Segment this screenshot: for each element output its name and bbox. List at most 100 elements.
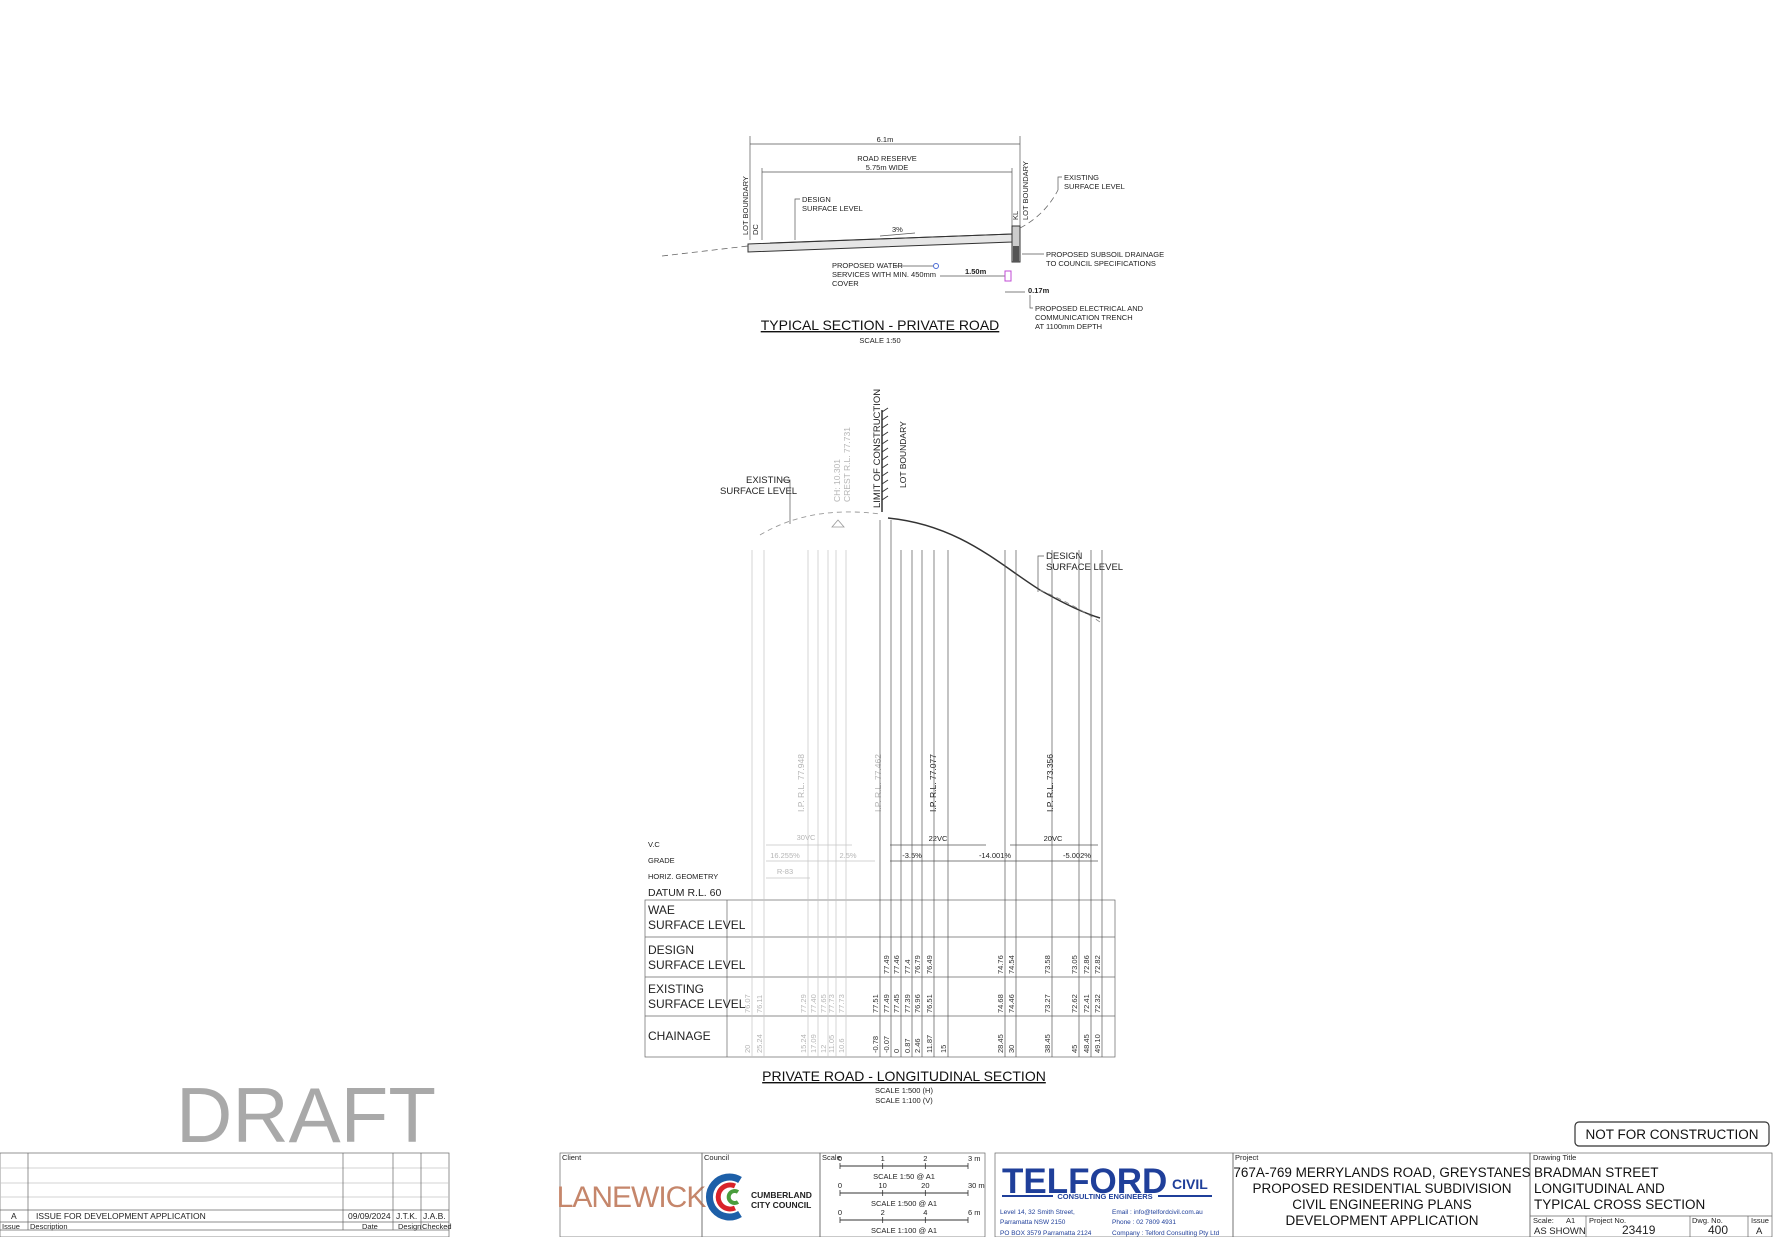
council-label: Council: [704, 1153, 729, 1162]
rev-checked: J.A.B.: [423, 1211, 446, 1221]
longitudinal-section: LIMIT OF CONSTRUCTION LOT BOUNDARY CH: 1…: [644, 389, 1123, 1105]
scale-bar-caption: SCALE 1:50 @ A1: [873, 1172, 935, 1181]
rev-header-description: Description: [30, 1222, 68, 1231]
chainage-value: 20: [743, 1045, 752, 1053]
row-label-existing-1: EXISTING: [648, 982, 704, 996]
lot-boundary-left: LOT BOUNDARY: [741, 176, 750, 235]
project-line-3: CIVIL ENGINEERING PLANS: [1292, 1197, 1472, 1212]
existing-level-value: 74.68: [996, 994, 1005, 1013]
drawing-line-1: BRADMAN STREET: [1534, 1165, 1659, 1180]
design-level-value: 77.46: [892, 955, 901, 974]
not-for-construction-box: [1574, 1121, 1770, 1147]
scale-bar-tick-label: 2: [923, 1154, 927, 1163]
row-label-existing-2: SURFACE LEVEL: [648, 997, 746, 1011]
draft-watermark: DRAFT: [176, 1071, 436, 1159]
project-line-1: 767A-769 MERRYLANDS ROAD, GREYSTANES: [1233, 1165, 1530, 1180]
consultant-address-1: Level 14, 32 Smith Street,: [1000, 1209, 1075, 1216]
grade-label-2: 2.5%: [839, 851, 856, 860]
overall-width-label: 6.1m: [877, 135, 894, 144]
consultant-contact-2: Phone : 02 7809 4931: [1112, 1219, 1176, 1226]
design-level-value: 77.49: [882, 955, 891, 974]
issue-value: A: [1756, 1226, 1763, 1237]
row-label-wae-2: SURFACE LEVEL: [648, 918, 746, 932]
electrical-label-2: COMMUNICATION TRENCH: [1035, 313, 1133, 322]
crossfall-label: 3%: [892, 225, 903, 234]
design-level-value: 77.4: [903, 959, 912, 974]
scale-bar-caption: SCALE 1:100 @ A1: [871, 1226, 937, 1235]
rev-description: ISSUE FOR DEVELOPMENT APPLICATION: [36, 1211, 206, 1221]
long-section-title: PRIVATE ROAD - LONGITUDINAL SECTION: [762, 1068, 1046, 1084]
existing-level-value: 77.51: [871, 994, 880, 1013]
vc-label-2: 22VC: [929, 834, 948, 843]
project-no: 23419: [1622, 1223, 1656, 1237]
typical-section: 6.1m ROAD RESERVE 5.75m WIDE LOT BOUNDAR…: [661, 135, 1164, 345]
chainage-value: 48.45: [1082, 1034, 1091, 1053]
ip-label-1: I.P. R.L. 77.948: [796, 754, 806, 812]
row-label-wae-1: WAE: [648, 903, 675, 917]
long-existing-label-2: SURFACE LEVEL: [720, 486, 797, 497]
road-reserve-label: ROAD RESERVE: [857, 154, 916, 163]
chainage-value: 49.10: [1093, 1034, 1102, 1053]
design-level-value: 74.54: [1007, 955, 1016, 974]
scale-bar-tick-label: 6 m: [968, 1208, 981, 1217]
subsoil-label-1: PROPOSED SUBSOIL DRAINAGE: [1046, 250, 1164, 259]
consultant-contact-3: Company : Telford Consulting Pty Ltd: [1112, 1230, 1220, 1237]
scale-bar-tick-label: 10: [878, 1181, 886, 1190]
ip-label-4: I.P. R.L. 73.356: [1045, 754, 1055, 812]
existing-level-value: 77.73: [837, 994, 846, 1013]
client-logo: LANEWICK: [557, 1181, 707, 1214]
title-block: A ISSUE FOR DEVELOPMENT APPLICATION 09/0…: [0, 1152, 1773, 1237]
existing-level-value: 77.45: [892, 994, 901, 1013]
design-level-value: 73.58: [1043, 955, 1052, 974]
chainage-value: 0.87: [903, 1038, 912, 1053]
long-design-label-1: DESIGN: [1046, 551, 1083, 562]
crest-rl-label: CREST R.L. 77.731: [842, 427, 852, 502]
project-no-label: Project No.: [1589, 1216, 1626, 1225]
typical-section-title: TYPICAL SECTION - PRIVATE ROAD: [761, 317, 1000, 333]
right-code-label: KL: [1011, 211, 1020, 220]
existing-level-value: 73.27: [1043, 994, 1052, 1013]
lot-boundary-right: LOT BOUNDARY: [1021, 161, 1030, 220]
vc-label-3: 20VC: [1044, 834, 1063, 843]
chainage-value: -0.78: [871, 1036, 880, 1053]
chainage-value: 11.05: [827, 1035, 836, 1053]
long-section-scale-v: SCALE 1:100 (V): [875, 1096, 933, 1105]
pavement-layer: [747, 233, 1013, 253]
scale-bar-tick-label: 0: [838, 1154, 842, 1163]
consultant-contact-1: Email : info@telfordcivil.com.au: [1112, 1209, 1203, 1216]
subsoil-label-2: TO COUNCIL SPECIFICATIONS: [1046, 259, 1156, 268]
water-services-2: SERVICES WITH MIN. 450mm: [832, 270, 936, 279]
chainage-value: 10.6: [837, 1038, 846, 1053]
design-level-value: 72.82: [1093, 955, 1102, 974]
existing-level-value: 77.29: [799, 994, 808, 1013]
project-label: Project: [1235, 1153, 1259, 1162]
scale-bar-tick-label: 0: [838, 1208, 842, 1217]
chainage-value: 25.24: [755, 1034, 764, 1053]
existing-level-value: 72.62: [1070, 994, 1079, 1013]
scale-bar-tick-label: 1: [881, 1154, 885, 1163]
drawing-scale-label: Scale:: [1533, 1216, 1554, 1225]
long-design-label-2: SURFACE LEVEL: [1046, 562, 1123, 573]
horiz-geometry-value: R-83: [777, 867, 793, 876]
offset-150: 1.50m: [965, 267, 987, 276]
ip-label-3: I.P. R.L. 77.077: [928, 754, 938, 812]
design-surface-label-1: DESIGN: [802, 195, 831, 204]
telford-logo: TELFORD: [1002, 1162, 1167, 1201]
row-label-chainage: CHAINAGE: [648, 1029, 711, 1043]
drawing-line-2: LONGITUDINAL AND: [1534, 1181, 1665, 1196]
water-services-1: PROPOSED WATER: [832, 261, 903, 270]
chainage-value: 28.45: [996, 1034, 1005, 1053]
long-existing-label-1: EXISTING: [746, 475, 790, 486]
chainage-value: -0.07: [882, 1036, 891, 1053]
rev-header-issue: Issue: [2, 1222, 20, 1231]
existing-level-value: 77.73: [827, 994, 836, 1013]
existing-level-value: 72.41: [1082, 994, 1091, 1013]
rev-date: 09/09/2024: [348, 1211, 391, 1221]
scale-block-label: Scale: [822, 1153, 841, 1162]
long-lot-boundary-label: LOT BOUNDARY: [898, 421, 908, 488]
existing-level-value: 77.39: [903, 994, 912, 1013]
left-code-label: DC: [751, 224, 760, 235]
telford-tagline: CONSULTING ENGINEERS: [1057, 1192, 1152, 1201]
consultant-address-3: PO BOX 3579 Parramatta 2124: [1000, 1230, 1092, 1237]
road-reserve-width: 5.75m WIDE: [866, 163, 909, 172]
